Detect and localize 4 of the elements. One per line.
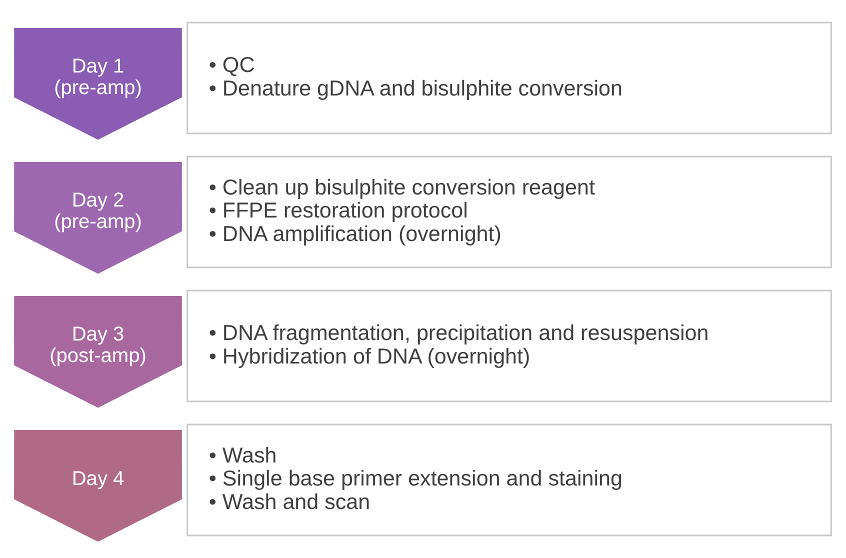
node-box: • DNA fragmentation, precipitation and resuspension • Hybridization of DNA (overnight) [186,290,832,402]
node-box: • Wash • Single base primer extension and staining • Wash and scan [186,424,832,536]
node-box: • Clean up bisulphite conversion reagent • FFPE restoration protocol • DNA amplification (overnight) [186,156,832,268]
node-box: • QC • Denature gDNA and bisulphite conversion [186,22,832,134]
